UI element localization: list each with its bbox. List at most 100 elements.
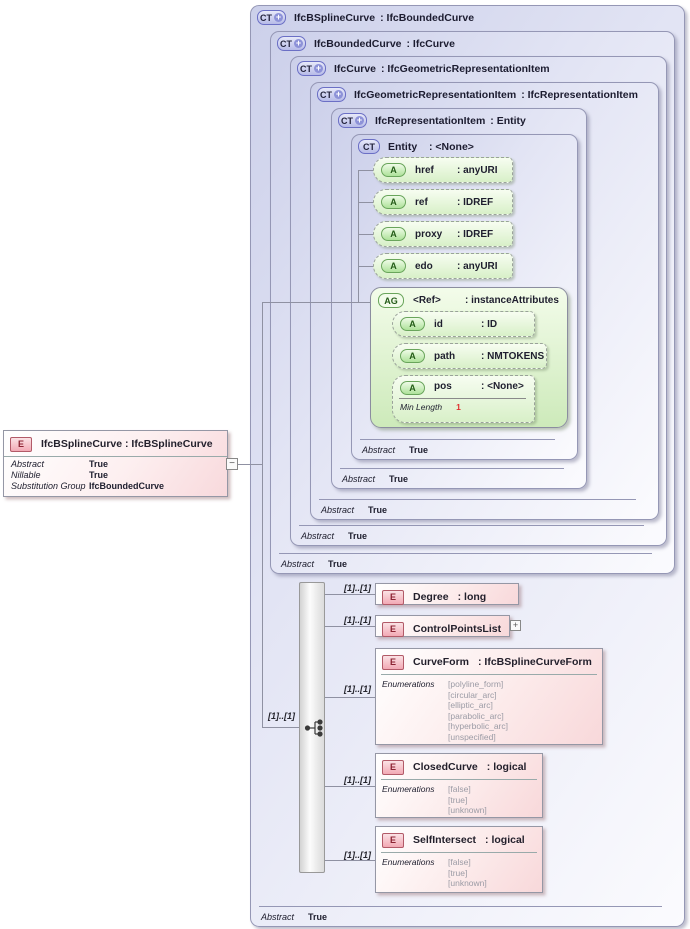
enumeration-values: [false] [true] [unknown] bbox=[448, 857, 487, 889]
abstract-footer: Abstract True bbox=[281, 559, 347, 569]
attribute-stub bbox=[358, 234, 373, 235]
enum-value: [unknown] bbox=[448, 805, 487, 815]
element-controlpointslist[interactable]: E ControlPointsList bbox=[375, 615, 510, 637]
type-base: : IfcCurve bbox=[406, 37, 455, 50]
element-selfintersect[interactable]: E SelfIntersect: logical Enumerations [f… bbox=[375, 826, 543, 893]
global-element-title: IfcBSplineCurve : IfcBSplineCurve bbox=[41, 438, 213, 450]
element-title: Degree: long bbox=[413, 591, 486, 603]
type-base: : IfcRepresentationItem bbox=[521, 88, 638, 101]
attribute-id[interactable]: A id : ID bbox=[392, 311, 535, 337]
badge-label: CT bbox=[341, 115, 353, 126]
footer-value: True bbox=[328, 559, 348, 569]
enum-value: [unspecified] bbox=[448, 731, 496, 742]
attribute-group-badge: AG bbox=[378, 293, 404, 308]
type-box-header[interactable]: CT Entity: <None> bbox=[358, 139, 474, 154]
expand-toggle[interactable]: + bbox=[510, 620, 521, 631]
element-stub bbox=[325, 626, 375, 627]
cardinality-degree: [1]..[1] bbox=[344, 583, 371, 593]
attribute-ref[interactable]: A ref : IDREF bbox=[373, 189, 513, 215]
element-type: : IfcBSplineCurveForm bbox=[478, 656, 592, 668]
enum-value: [circular_arc] bbox=[448, 689, 497, 700]
attribute-name: id bbox=[434, 318, 443, 330]
connector-line bbox=[262, 302, 371, 303]
footer-divider bbox=[259, 906, 662, 907]
type-name: IfcCurve bbox=[334, 62, 377, 75]
attribute-name: path bbox=[434, 350, 456, 362]
type-box-header[interactable]: CT+ IfcGeometricRepresentationItem: IfcR… bbox=[317, 87, 638, 102]
footer-divider bbox=[340, 468, 564, 469]
badge-label: CT bbox=[280, 38, 292, 49]
attribute-edo[interactable]: A edo : anyURI bbox=[373, 253, 513, 279]
header-divider bbox=[381, 779, 537, 780]
footer-label: Abstract bbox=[281, 559, 315, 569]
attribute-badge: A bbox=[400, 381, 425, 395]
element-stub bbox=[325, 860, 375, 861]
expand-icon[interactable]: + bbox=[314, 63, 323, 73]
expand-icon[interactable]: + bbox=[355, 115, 364, 125]
enum-value: [true] bbox=[448, 794, 468, 805]
attribute-type: : IDREF bbox=[457, 196, 494, 208]
attribute-type: : ID bbox=[481, 318, 498, 330]
footer-value: True bbox=[308, 912, 328, 922]
attribute-type: : anyURI bbox=[457, 164, 498, 176]
enum-value: [false] bbox=[448, 784, 471, 794]
property-value: True bbox=[89, 470, 109, 480]
expand-icon[interactable]: + bbox=[294, 38, 303, 48]
attribute-type: : anyURI bbox=[457, 260, 498, 272]
footer-divider bbox=[319, 499, 636, 500]
facet-divider bbox=[399, 398, 526, 399]
enum-value: [false] bbox=[448, 857, 471, 867]
enumerations-section: Enumerations [false] [true] [unknown] bbox=[376, 780, 542, 816]
type-box-header[interactable]: CT+ IfcRepresentationItem: Entity bbox=[338, 113, 526, 128]
attribute-proxy[interactable]: A proxy : IDREF bbox=[373, 221, 513, 247]
footer-label: Abstract bbox=[301, 531, 335, 541]
attribute-href[interactable]: A href : anyURI bbox=[373, 157, 513, 183]
attribute-group-header: AG <Ref> : instanceAttributes bbox=[378, 293, 559, 308]
property-label: Abstract bbox=[11, 459, 45, 469]
header-divider bbox=[381, 852, 537, 853]
collapse-toggle[interactable]: − bbox=[226, 458, 238, 470]
attribute-group-type: : instanceAttributes bbox=[465, 295, 559, 306]
type-box-header[interactable]: CT+ IfcBSplineCurve: IfcBoundedCurve bbox=[257, 10, 474, 25]
element-type: : logical bbox=[485, 834, 525, 846]
element-closedcurve[interactable]: E ClosedCurve: logical Enumerations [fal… bbox=[375, 753, 543, 818]
footer-divider bbox=[279, 553, 652, 554]
sequence-icon bbox=[304, 719, 323, 737]
enum-value: [true] bbox=[448, 867, 468, 878]
element-stub bbox=[325, 697, 375, 698]
element-title: ControlPointsList bbox=[413, 623, 501, 635]
attribute-badge: A bbox=[381, 227, 406, 241]
attribute-type: : <None> bbox=[481, 381, 524, 392]
facet-label: Min Length bbox=[400, 402, 443, 412]
attribute-name: edo bbox=[415, 260, 433, 272]
complex-type-badge: CT bbox=[358, 139, 380, 154]
type-box-header[interactable]: CT+ IfcBoundedCurve : IfcCurve bbox=[277, 36, 455, 51]
element-stub bbox=[325, 786, 375, 787]
element-degree[interactable]: E Degree: long bbox=[375, 583, 519, 605]
element-title: ClosedCurve: logical bbox=[413, 761, 526, 773]
attribute-type: : NMTOKENS bbox=[481, 350, 545, 362]
complex-type-badge: CT+ bbox=[317, 87, 346, 102]
attribute-stub bbox=[358, 170, 373, 171]
expand-icon[interactable]: + bbox=[334, 89, 343, 99]
global-element-header[interactable]: E IfcBSplineCurve : IfcBSplineCurve bbox=[4, 431, 227, 453]
cardinality-controlpointslist: [1]..[1] bbox=[344, 615, 371, 625]
global-element-box[interactable]: E IfcBSplineCurve : IfcBSplineCurve Abst… bbox=[3, 430, 228, 497]
type-box-header[interactable]: CT+ IfcCurve: IfcGeometricRepresentation… bbox=[297, 61, 550, 76]
attribute-path[interactable]: A path : NMTOKENS bbox=[392, 343, 547, 369]
cardinality-curveform: [1]..[1] bbox=[344, 684, 371, 694]
element-curveform[interactable]: E CurveForm: IfcBSplineCurveForm Enumera… bbox=[375, 648, 603, 745]
badge-label: CT bbox=[260, 12, 272, 23]
footer-value: True bbox=[368, 505, 388, 515]
expand-icon[interactable]: + bbox=[274, 12, 283, 22]
enum-value: [hyperbolic_arc] bbox=[448, 721, 509, 731]
type-name: IfcBoundedCurve bbox=[314, 37, 402, 50]
footer-divider bbox=[360, 439, 555, 440]
